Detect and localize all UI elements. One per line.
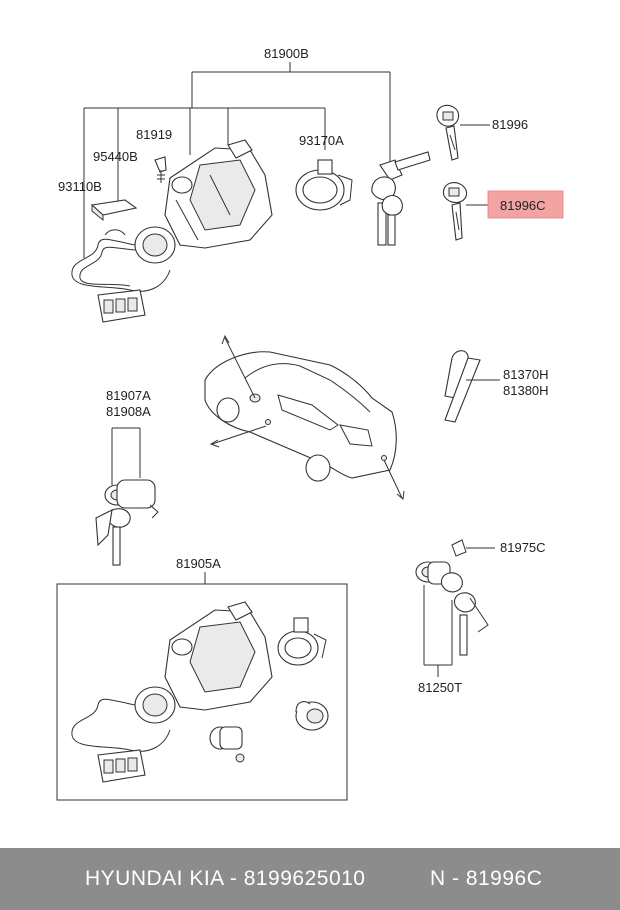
assy-box-81905a: [56, 583, 348, 801]
module-95440b: [90, 199, 138, 222]
car-silhouette: [204, 334, 405, 500]
immobilizer-93170a: [295, 159, 353, 211]
lock-bar-81370h: [444, 350, 500, 423]
footer-brand-part-number: HYUNDAI KIA - 8199625010: [85, 867, 366, 890]
ignition-lock-body-top: [164, 139, 273, 249]
lock-cap-bottom: [295, 701, 329, 731]
label-81250t: 81250T: [418, 680, 462, 695]
label-93110b: 93110B: [58, 179, 102, 194]
label-81900b: 81900B: [264, 46, 309, 61]
key-81996c: [443, 182, 468, 241]
label-95440b: 95440B: [93, 149, 138, 164]
parts-diagram: 81900B 95440B 81919 93110B 93170A 81996 …: [56, 46, 564, 801]
footer-bar: HYUNDAI KIA - 8199625010 N - 81996C: [0, 848, 620, 910]
ignition-lock-body-bottom: [164, 601, 273, 711]
label-81919: 81919: [136, 127, 172, 142]
label-81907a: 81907A: [106, 388, 151, 403]
key-set-top: [371, 151, 431, 246]
highlight-81996c: [487, 190, 564, 219]
label-81370h: 81370H: [503, 367, 549, 382]
label-81975c: 81975C: [500, 540, 546, 555]
door-lock-81907a: [95, 427, 159, 566]
label-81908a: 81908A: [106, 404, 151, 419]
lock-cylinder-small-bottom: [209, 726, 245, 763]
key-81996: [436, 104, 460, 161]
label-81905a: 81905A: [176, 556, 221, 571]
bolt-81919: [154, 156, 167, 183]
tail-lock-81250t: [415, 539, 495, 677]
label-81996: 81996: [492, 117, 528, 132]
harness-93110b: [71, 226, 176, 323]
label-93170a: 93170A: [299, 133, 344, 148]
harness-bottom: [71, 686, 176, 783]
label-81996c: 81996C: [500, 198, 546, 213]
immobilizer-bottom: [277, 617, 327, 666]
footer-part-code: N - 81996C: [430, 867, 543, 890]
label-81380h: 81380H: [503, 383, 549, 398]
leader-tree-81900b: [83, 62, 391, 258]
